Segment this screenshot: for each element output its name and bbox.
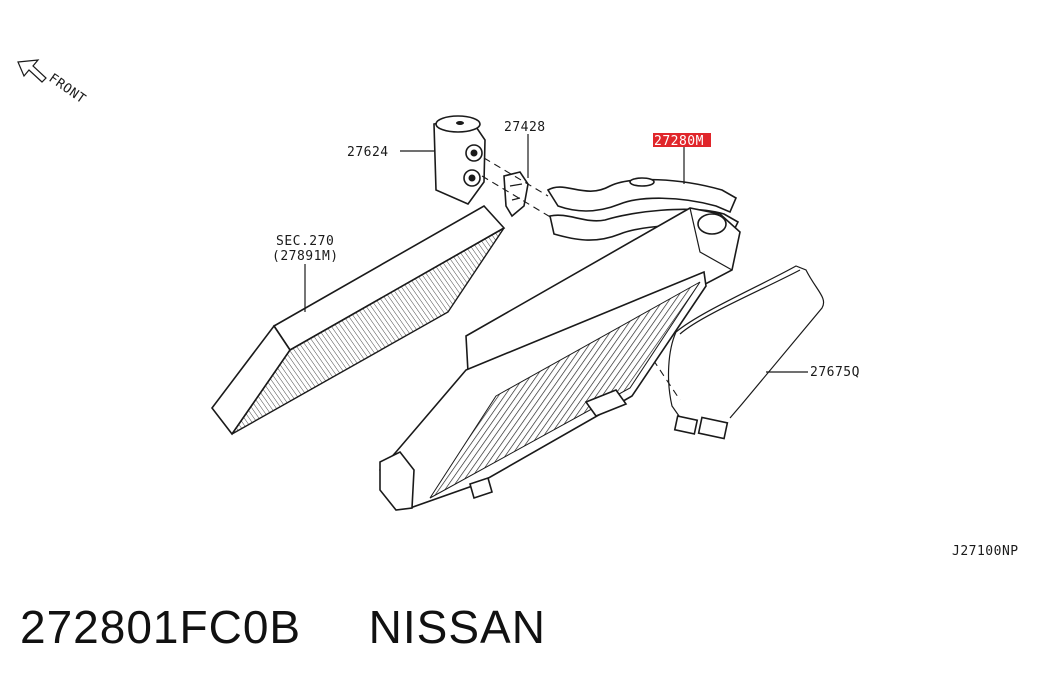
brand-name: NISSAN [368, 601, 546, 653]
label-27280m: 27280M [654, 134, 704, 149]
front-arrow-icon [17, 59, 47, 83]
label-27624: 27624 [347, 145, 389, 160]
footer-caption: 272801FC0B NISSAN [20, 600, 546, 654]
expansion-valve [433, 115, 486, 205]
evaporator-core [378, 207, 741, 511]
cabin-air-filter [210, 204, 506, 436]
highlight-27280m [653, 133, 711, 147]
label-27675q: 27675Q [810, 365, 860, 380]
label-sec-line1: SEC.270 [276, 234, 334, 249]
reference-code: J27100NP [952, 544, 1019, 559]
thermistor-harness [667, 265, 825, 440]
front-label: FRONT [46, 71, 89, 107]
label-sec-line2: (27891M) [272, 249, 339, 264]
label-27428: 27428 [504, 120, 546, 135]
part-number: 272801FC0B [20, 601, 302, 653]
bracket [503, 171, 529, 218]
